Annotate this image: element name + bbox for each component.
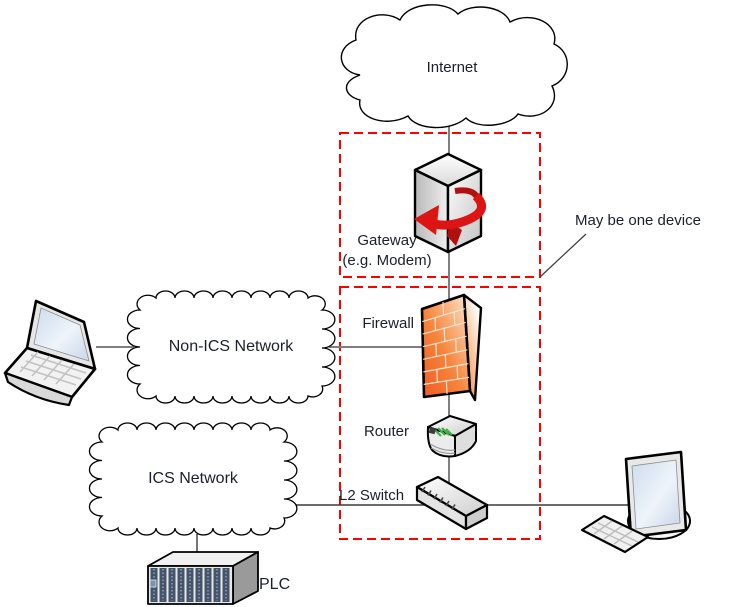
router-led-stripes-icon — [433, 427, 453, 437]
firewall-device — [420, 293, 483, 402]
desktop-computer-icon — [580, 450, 691, 554]
dashed-box-network-devices — [339, 286, 541, 540]
non-ics-network-label: Non-ICS Network — [168, 338, 294, 355]
switch-port-marks — [421, 486, 456, 510]
gateway-device — [413, 152, 487, 254]
l2-switch-label: L2 Switch — [339, 487, 405, 504]
router-port-icon — [428, 426, 437, 435]
gateway-label-line1: Gateway — [357, 232, 417, 249]
desktop-keyboard-icon — [580, 514, 650, 554]
dashed-box-gateway — [339, 132, 541, 278]
internet-cloud — [340, 4, 568, 129]
gateway-rotation-arrow-icon — [414, 187, 487, 246]
plc-label: PLC — [259, 576, 291, 593]
internet-label: Internet — [426, 59, 478, 76]
gateway-label: Gateway (e.g. Modem) — [326, 231, 448, 271]
router-device — [426, 415, 477, 458]
plc-device — [147, 551, 259, 605]
leader-line-annotation — [539, 233, 587, 278]
firewall-label: Firewall — [362, 315, 414, 332]
may-be-one-device-annotation: May be one device — [575, 212, 701, 229]
router-label: Router — [363, 423, 409, 440]
l2-switch-device — [415, 475, 489, 531]
firewall-brick-lines — [422, 301, 470, 395]
laptop-keys — [19, 351, 87, 386]
gateway-label-line2: (e.g. Modem) — [342, 252, 432, 269]
ics-network-label: ICS Network — [148, 470, 238, 487]
non-ics-network-cloud — [126, 290, 336, 404]
laptop-icon — [3, 299, 97, 407]
plc-modules — [149, 568, 230, 602]
ics-network-cloud — [88, 422, 298, 536]
